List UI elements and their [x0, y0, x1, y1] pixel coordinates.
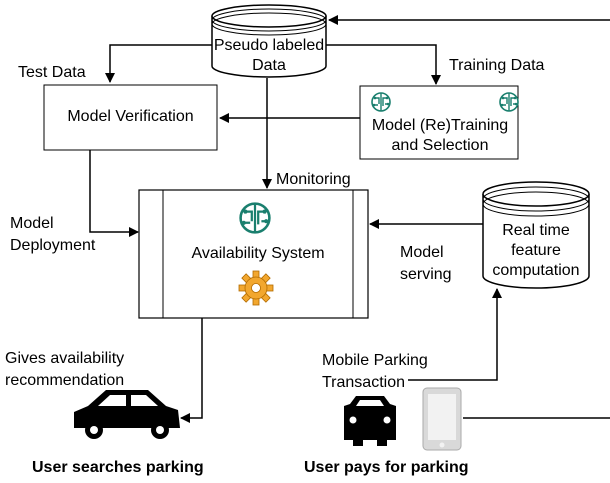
test-data-arrow: [105, 44, 212, 83]
mobile-parking-label: Mobile Parking Transaction: [322, 352, 428, 391]
model-serving-label: Model serving: [400, 244, 452, 283]
database-icon: [211, 4, 327, 78]
training-data-label: Training Data: [449, 57, 545, 74]
user-searches-label: User searches parking: [32, 459, 204, 476]
car-side-icon: [74, 390, 180, 439]
car-front-icon: [344, 396, 396, 446]
database-icon: [482, 181, 590, 289]
gives-availability-label: Gives availability recommendation: [5, 350, 125, 389]
real-time-feature-label: Real time feature computation: [492, 222, 580, 279]
gear-icon: [238, 270, 274, 306]
model-retraining-label: Model (Re)Training and Selection: [371, 117, 509, 154]
mobile-transaction-arrow: [408, 288, 502, 381]
availability-system-label: Availability System: [191, 245, 325, 262]
model-deployment-label: Model Deployment: [10, 215, 96, 254]
model-verification-box: [43, 84, 218, 151]
deployment-arrow: [89, 150, 139, 237]
model-verification-label: Model Verification: [67, 108, 194, 125]
monitoring-label: Monitoring: [276, 171, 351, 188]
smartphone-icon: [422, 387, 462, 451]
training-data-arrow: [326, 44, 441, 85]
test-data-label: Test Data: [18, 64, 86, 81]
user-pays-label: User pays for parking: [304, 459, 469, 476]
gives-availability-arrow: [180, 318, 203, 423]
pseudo-labeled-data-label: Pseudo labeled Data: [213, 37, 325, 74]
